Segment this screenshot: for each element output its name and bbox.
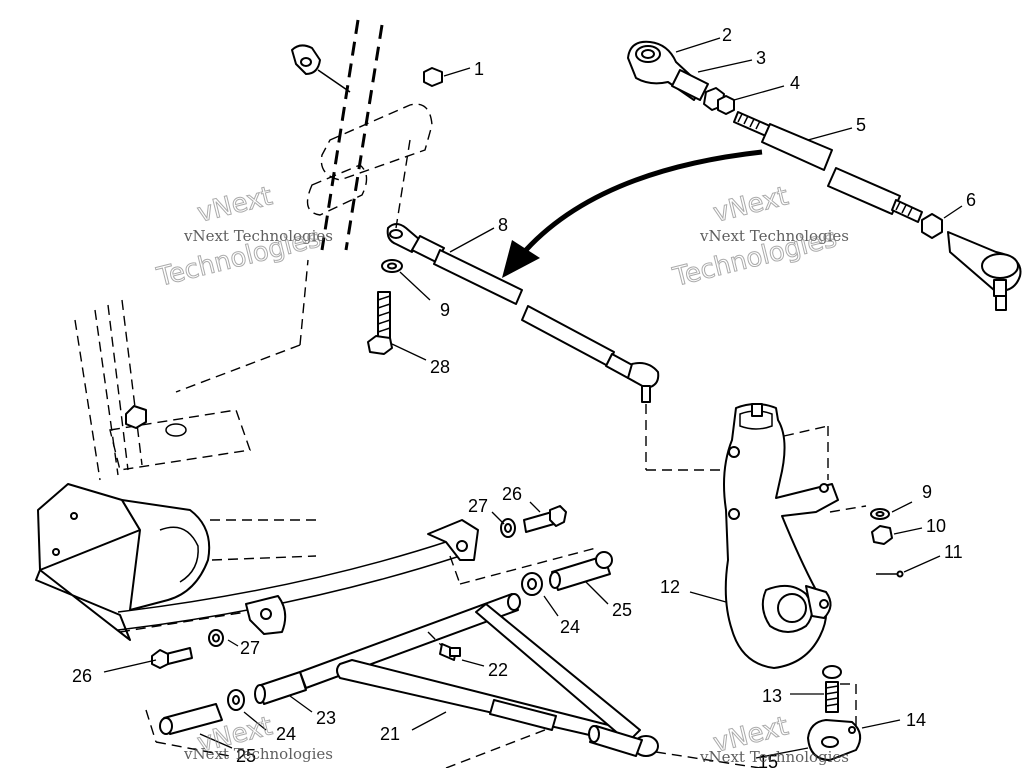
callout-15: 15: [758, 752, 778, 768]
assembly-direction-arrow: [502, 149, 763, 278]
callout-25-right: 25: [612, 600, 632, 620]
spacer-24-left: [227, 689, 245, 711]
callout-24-right: 24: [560, 617, 580, 637]
callout-2: 2: [722, 25, 732, 45]
watermark-brand-left: vNext: [194, 181, 275, 228]
callout-8: 8: [498, 215, 508, 235]
grease-fitting-22: [427, 631, 461, 661]
spacer-24-right: [521, 572, 543, 596]
cotter-pin-11: [876, 570, 904, 578]
washer-9-upper: [381, 259, 403, 273]
callout-26-lower: 26: [72, 666, 92, 686]
watermark-right: vNext vNext Technologies Technologies: [669, 181, 849, 294]
bolt-13: [822, 665, 857, 740]
bushing-23: [254, 671, 307, 705]
tie-rod-tube-lower: [827, 167, 901, 215]
callout-labels: 1 2 3 4 5 6 8 9 28 9 10 11 12 26 27 26 2…: [72, 25, 976, 768]
bolt-26-upper: [523, 505, 567, 533]
callout-22: 22: [488, 660, 508, 680]
bolt-28: [367, 291, 393, 355]
callout-21: 21: [380, 724, 400, 744]
tie-rod-tube-upper: [761, 123, 833, 171]
bolt-26-lower: [151, 647, 193, 669]
washer-27-lower: [208, 629, 224, 647]
nut-4: [717, 95, 735, 115]
tie-rod-end-upper: [627, 40, 1022, 311]
callout-27-upper: 27: [468, 496, 488, 516]
washer-9-lower: [870, 508, 890, 520]
watermark-company-bottom-left: vNext Technologies: [183, 745, 333, 763]
callout-9-upper: 9: [440, 300, 450, 320]
jam-nut-3: [671, 69, 709, 101]
callout-13: 13: [762, 686, 782, 706]
leader-lines: [103, 37, 963, 759]
nut-6: [921, 213, 943, 239]
callout-4: 4: [790, 73, 800, 93]
bushing-25-left: [145, 703, 231, 757]
steering-column: [291, 19, 433, 251]
tie-rod-8: [386, 223, 660, 403]
control-arm-bracket-upper: [427, 519, 597, 585]
callout-9-lower: 9: [922, 482, 932, 502]
callout-1: 1: [474, 59, 484, 79]
front-frame: [35, 259, 461, 641]
callout-3: 3: [756, 48, 766, 68]
lower-control-arm-21: [299, 593, 761, 768]
watermark-brand-right: vNext: [710, 181, 791, 228]
bracket-14: [807, 719, 862, 761]
callout-14: 14: [906, 710, 926, 730]
bushing-25-right: [549, 551, 613, 591]
callout-26-upper: 26: [502, 484, 522, 504]
callout-28: 28: [430, 357, 450, 377]
watermark-company-left: vNext Technologies: [183, 227, 333, 245]
callout-6: 6: [966, 190, 976, 210]
callout-11: 11: [944, 542, 963, 562]
callout-24-left: 24: [276, 724, 296, 744]
watermark-company-bottom-right: vNext Technologies: [699, 748, 849, 766]
callout-5: 5: [856, 115, 866, 135]
washer-27-upper: [500, 518, 516, 538]
castle-nut-10: [871, 525, 893, 545]
spindle-12: [723, 403, 867, 669]
watermark-company-right: vNext Technologies: [699, 227, 849, 245]
frame-side-plate: [37, 483, 141, 571]
nut-1: [423, 67, 471, 87]
control-arm-bracket-lower: [119, 595, 287, 635]
callout-23: 23: [316, 708, 336, 728]
callout-10: 10: [926, 516, 946, 536]
callout-12: 12: [660, 577, 680, 597]
callout-25-left: 25: [236, 746, 256, 766]
callout-27-lower: 27: [240, 638, 260, 658]
